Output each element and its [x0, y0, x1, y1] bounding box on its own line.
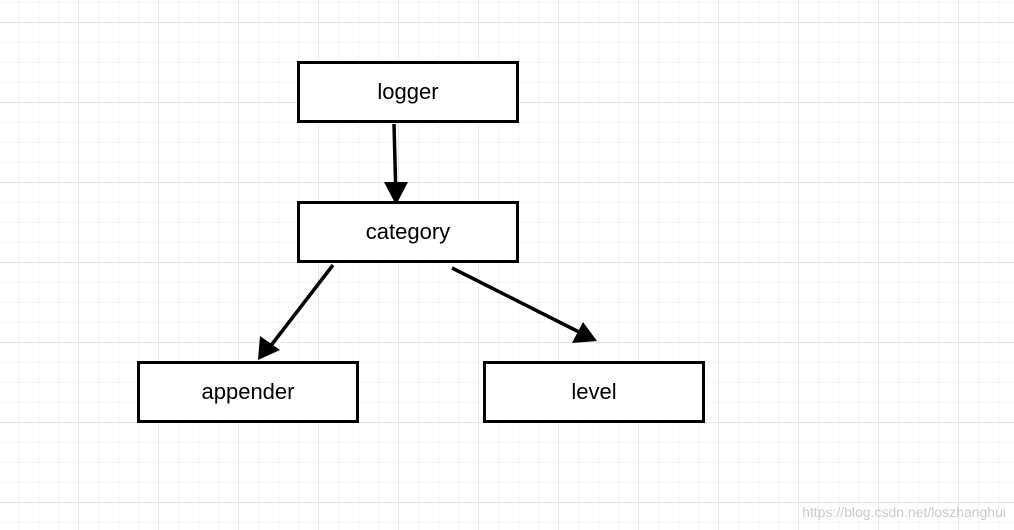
node-category[interactable]: category — [297, 201, 519, 263]
edge-category-to-level — [451, 266, 586, 337]
node-level[interactable]: level — [483, 361, 705, 423]
arrowhead-appender — [258, 336, 280, 360]
edge-category-to-appender — [264, 263, 335, 354]
node-label: logger — [377, 79, 439, 104]
node-label: category — [365, 219, 451, 244]
node-logger[interactable]: logger — [297, 61, 519, 123]
node-appender[interactable]: appender — [137, 361, 359, 423]
arrowhead-category — [384, 182, 408, 205]
node-label: level — [571, 379, 617, 404]
watermark-text: https://blog.csdn.net/loszhanghui — [802, 504, 1006, 520]
arrowhead-level — [572, 322, 597, 343]
node-label: appender — [201, 379, 295, 404]
